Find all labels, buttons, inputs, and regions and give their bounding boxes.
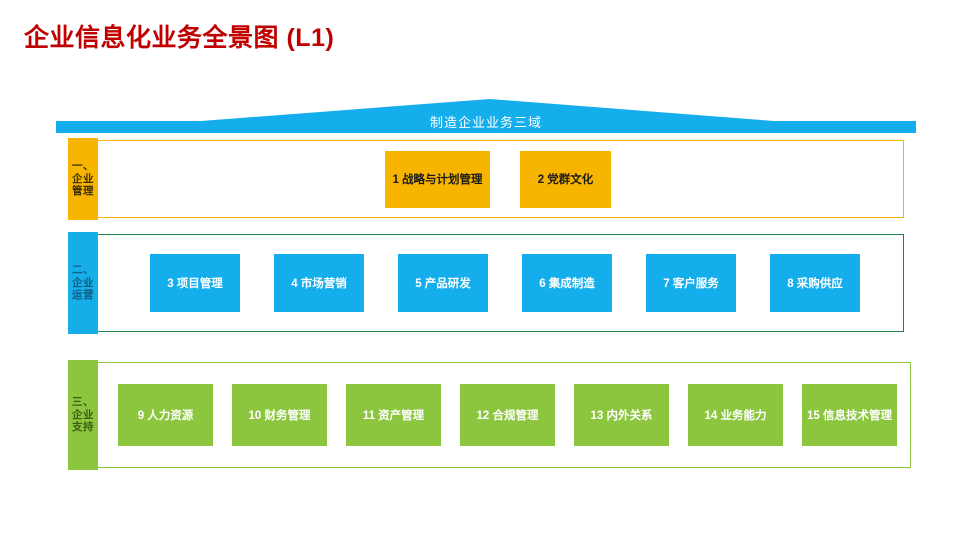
tag-line-3: 支持 (72, 421, 94, 434)
roof-banner: 制造企业业务三域 (56, 99, 916, 133)
row-tag-enterprise-management[interactable]: 一、 企业 管理 (68, 138, 98, 220)
tag-line-2: 企业 (72, 276, 94, 289)
row-enterprise-management: 一、 企业 管理 1 战略与计划管理 2 党群文化 (68, 138, 904, 220)
domain-box-12-compliance[interactable]: 12 合规管理 (460, 384, 555, 446)
domain-box-14-business-capability[interactable]: 14 业务能力 (688, 384, 783, 446)
domain-box-5-product-rd[interactable]: 5 产品研发 (398, 254, 488, 312)
domain-box-4-marketing[interactable]: 4 市场营销 (274, 254, 364, 312)
domain-box-9-human-resources[interactable]: 9 人力资源 (118, 384, 213, 446)
row-items-support: 9 人力资源 10 财务管理 11 资产管理 12 合规管理 13 内外关系 1… (118, 362, 897, 468)
tag-line-3: 管理 (72, 185, 94, 198)
tag-line-2: 企业 (72, 172, 94, 185)
row-tag-enterprise-operation[interactable]: 二、 企业 运营 (68, 232, 98, 334)
domain-box-10-finance[interactable]: 10 财务管理 (232, 384, 327, 446)
row-tag-enterprise-support[interactable]: 三、 企业 支持 (68, 360, 98, 470)
row-items-management: 1 战略与计划管理 2 党群文化 (385, 140, 611, 218)
row-enterprise-operation: 二、 企业 运营 3 项目管理 4 市场营销 5 产品研发 6 集成制造 7 客… (68, 232, 904, 334)
tag-line-1: 一、 (72, 159, 94, 172)
tag-line-3: 运营 (72, 289, 94, 302)
roof-triangle-shape (56, 99, 916, 133)
row-tag-label-management: 一、 企业 管理 (72, 160, 94, 198)
row-items-operation: 3 项目管理 4 市场营销 5 产品研发 6 集成制造 7 客户服务 8 采购供… (150, 234, 860, 332)
tag-line-1: 二、 (72, 263, 94, 276)
row-tag-label-operation: 二、 企业 运营 (72, 264, 94, 302)
row-tag-label-support: 三、 企业 支持 (72, 396, 94, 434)
domain-box-6-integrated-manufacturing[interactable]: 6 集成制造 (522, 254, 612, 312)
domain-box-11-asset-management[interactable]: 11 资产管理 (346, 384, 441, 446)
tag-line-2: 企业 (72, 408, 94, 421)
domain-box-15-it-management[interactable]: 15 信息技术管理 (802, 384, 897, 446)
domain-box-7-customer-service[interactable]: 7 客户服务 (646, 254, 736, 312)
roof-label: 制造企业业务三域 (429, 115, 542, 130)
domain-box-3-project-management[interactable]: 3 项目管理 (150, 254, 240, 312)
domain-box-13-internal-external-relations[interactable]: 13 内外关系 (574, 384, 669, 446)
domain-box-8-procurement-supply[interactable]: 8 采购供应 (770, 254, 860, 312)
domain-box-2-party-culture[interactable]: 2 党群文化 (520, 150, 611, 208)
domain-box-1-strategy-plan[interactable]: 1 战略与计划管理 (385, 150, 490, 208)
tag-line-1: 三、 (72, 395, 94, 408)
page-title: 企业信息化业务全景图 (L1) (24, 24, 335, 52)
row-enterprise-support: 三、 企业 支持 9 人力资源 10 财务管理 11 资产管理 12 合规管理 … (68, 360, 911, 470)
